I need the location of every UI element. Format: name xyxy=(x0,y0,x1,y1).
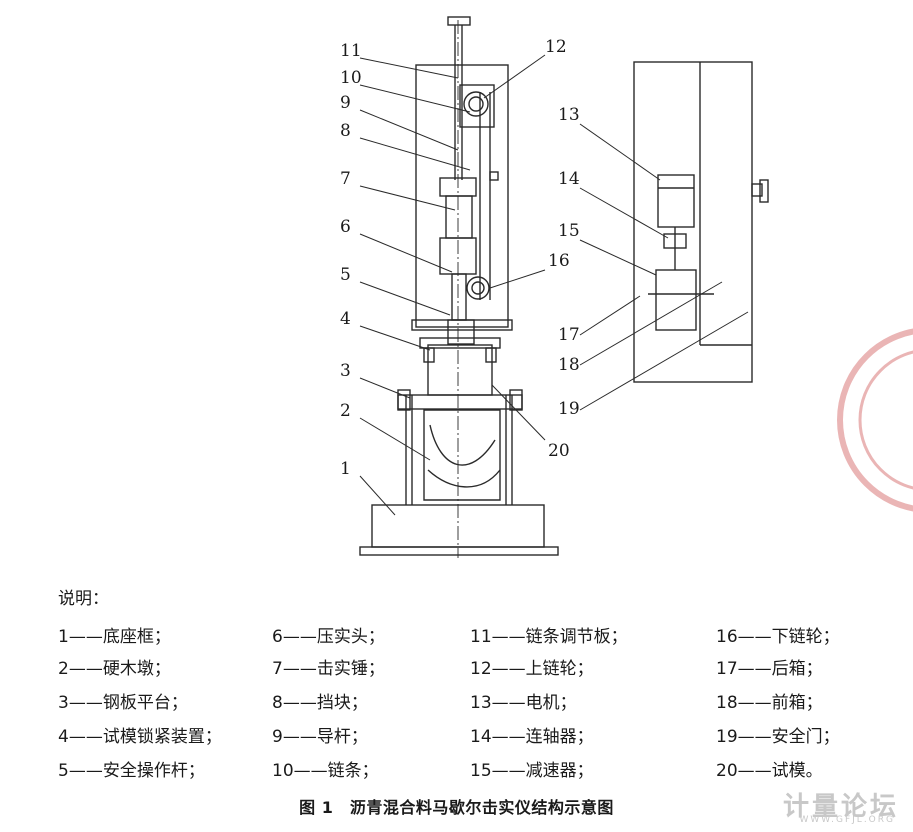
leader-lines xyxy=(359,54,749,516)
legend-item: 14——连轴器； xyxy=(470,727,594,747)
callout-18: 18 xyxy=(558,355,580,375)
legend-item: 13——电机； xyxy=(470,693,577,713)
seal-watermark xyxy=(837,328,913,512)
callout-15: 15 xyxy=(558,221,580,241)
apparatus-diagram: 11 10 9 8 7 6 5 4 3 2 1 12 16 20 13 14 1… xyxy=(340,16,913,558)
left-machine xyxy=(359,16,559,558)
legend-item: 16——下链轮； xyxy=(716,627,840,647)
motor xyxy=(657,174,695,228)
legend-item: 11——链条调节板； xyxy=(470,627,628,647)
legend-item: 4——试模锁紧装置； xyxy=(58,727,222,747)
legend-item: 8——挡块； xyxy=(272,693,368,713)
callout-11: 11 xyxy=(340,41,362,61)
reducer xyxy=(655,269,697,331)
legend-item: 2——硬木墩； xyxy=(58,659,171,679)
callout-1: 1 xyxy=(340,459,351,479)
site-watermark: 计量论坛 xyxy=(782,792,899,822)
legend-item: 18——前箱； xyxy=(716,693,823,713)
callout-5: 5 xyxy=(340,265,351,285)
upper-sprocket xyxy=(463,91,489,117)
legend-item: 3——钢板平台； xyxy=(58,693,188,713)
callout-14: 14 xyxy=(558,169,580,189)
legend-item: 1——底座框； xyxy=(58,627,171,647)
legend-item: 15——减速器； xyxy=(470,761,594,781)
base-plate xyxy=(359,546,559,556)
site-watermark-url: WWW.GFJL.ORG xyxy=(799,815,895,825)
callout-20: 20 xyxy=(548,441,570,461)
legend-title: 说明： xyxy=(58,589,109,609)
callout-2: 2 xyxy=(340,401,351,421)
callout-16: 16 xyxy=(548,251,570,271)
right-machine xyxy=(633,61,769,383)
figure-caption: 图 1 沥青混合料马歇尔击实仪结构示意图 xyxy=(299,798,614,817)
callout-12: 12 xyxy=(545,37,567,57)
callout-19: 19 xyxy=(558,399,580,419)
rod-top xyxy=(447,16,471,26)
hammer xyxy=(445,195,473,239)
callout-6: 6 xyxy=(340,217,351,237)
hardwood-block xyxy=(423,409,501,501)
callout-3: 3 xyxy=(340,361,351,381)
legend-item: 17——后箱； xyxy=(716,659,823,679)
callout-8: 8 xyxy=(340,121,351,141)
callout-17: 17 xyxy=(558,325,580,345)
legend-item: 19——安全门； xyxy=(716,727,840,747)
test-mould xyxy=(427,344,493,396)
legend-item: 20——试模。 xyxy=(716,761,823,781)
legend-item: 9——导杆； xyxy=(272,727,368,747)
callout-10: 10 xyxy=(340,68,362,88)
callout-7: 7 xyxy=(340,169,351,189)
callout-labels: 11 10 9 8 7 6 5 4 3 2 1 12 16 20 13 14 1… xyxy=(340,37,580,479)
legend-item: 5——安全操作杆； xyxy=(58,761,205,781)
legend-item: 10——链条； xyxy=(272,761,379,781)
legend-item: 7——击实锤； xyxy=(272,659,385,679)
callout-13: 13 xyxy=(558,105,580,125)
legend-item: 6——压实头； xyxy=(272,627,385,647)
lower-sprocket xyxy=(466,276,490,300)
callout-9: 9 xyxy=(340,93,351,113)
legend-item: 12——上链轮； xyxy=(470,659,594,679)
front-cabinet xyxy=(633,61,753,383)
callout-4: 4 xyxy=(340,309,351,329)
